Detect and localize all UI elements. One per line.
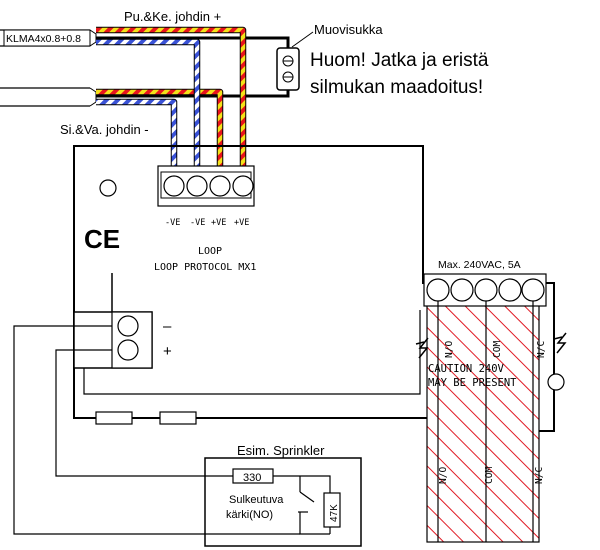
- terminal-label: -VE: [165, 218, 180, 228]
- mounting-hole: [99, 179, 117, 197]
- module-board: [73, 145, 555, 432]
- hazard-zone: [426, 301, 540, 543]
- cable-lower: [0, 87, 97, 107]
- caution-line-1: CAUTION 240V: [428, 363, 505, 375]
- negative-wires: [96, 38, 201, 186]
- plus-sign: +: [163, 343, 172, 360]
- loop-terminal-block: [157, 165, 255, 207]
- relay-terminal-block: [423, 273, 547, 307]
- relay-rating: Max. 240VAC, 5A: [438, 259, 521, 271]
- relay-label-com: COM: [492, 341, 503, 358]
- sleeve-label: Muovisukka: [314, 22, 383, 37]
- note-line-1: Huom! Jatka ja eristä: [310, 50, 489, 71]
- resistor-47k: [323, 492, 341, 534]
- negative-wire-label: Si.&Va. johdin -: [60, 122, 149, 137]
- resistor-330: [232, 468, 331, 493]
- sprinkler-title: Esim. Sprinkler: [237, 443, 325, 458]
- relay-label-nc: N/C: [534, 467, 545, 484]
- minus-sign: –: [163, 318, 172, 335]
- contact-line-1: Sulkeutuva: [229, 494, 284, 506]
- relay-label-no: N/O: [444, 341, 455, 358]
- relay-label-nc: N/C: [536, 341, 547, 358]
- loop-title: LOOP: [198, 246, 222, 257]
- loop-protocol: LOOP PROTOCOL MX1: [154, 262, 256, 273]
- relay-label-no: N/O: [438, 467, 449, 484]
- mounting-hole: [547, 373, 565, 391]
- earth-wire: [96, 36, 290, 98]
- note-line-2: silmukan maadoitus!: [310, 77, 483, 98]
- positive-wires: [96, 26, 247, 186]
- terminal-label: -VE: [190, 218, 205, 228]
- contact-line-2: kärki(NO): [226, 509, 273, 521]
- terminal-label: +VE: [211, 218, 226, 228]
- plastic-sleeve: [276, 31, 314, 91]
- resistor-47k-label: 47K: [329, 504, 340, 522]
- resistor-330-label: 330: [243, 472, 261, 484]
- cable-label: KLMA4x0.8+0.8: [6, 33, 81, 45]
- relay-label-com: COM: [484, 467, 495, 484]
- caution-line-2: MAY BE PRESENT: [428, 377, 517, 389]
- sprinkler-box: [204, 457, 362, 547]
- positive-wire-label: Pu.&Ke. johdin +: [124, 9, 221, 24]
- ce-mark: CE: [84, 224, 120, 254]
- onboard-resistor: [74, 411, 220, 425]
- terminal-label: +VE: [234, 218, 249, 228]
- led-icon: [415, 332, 567, 359]
- input-terminal-block: [73, 311, 153, 369]
- cable-upper: KLMA4x0.8+0.8: [0, 29, 97, 47]
